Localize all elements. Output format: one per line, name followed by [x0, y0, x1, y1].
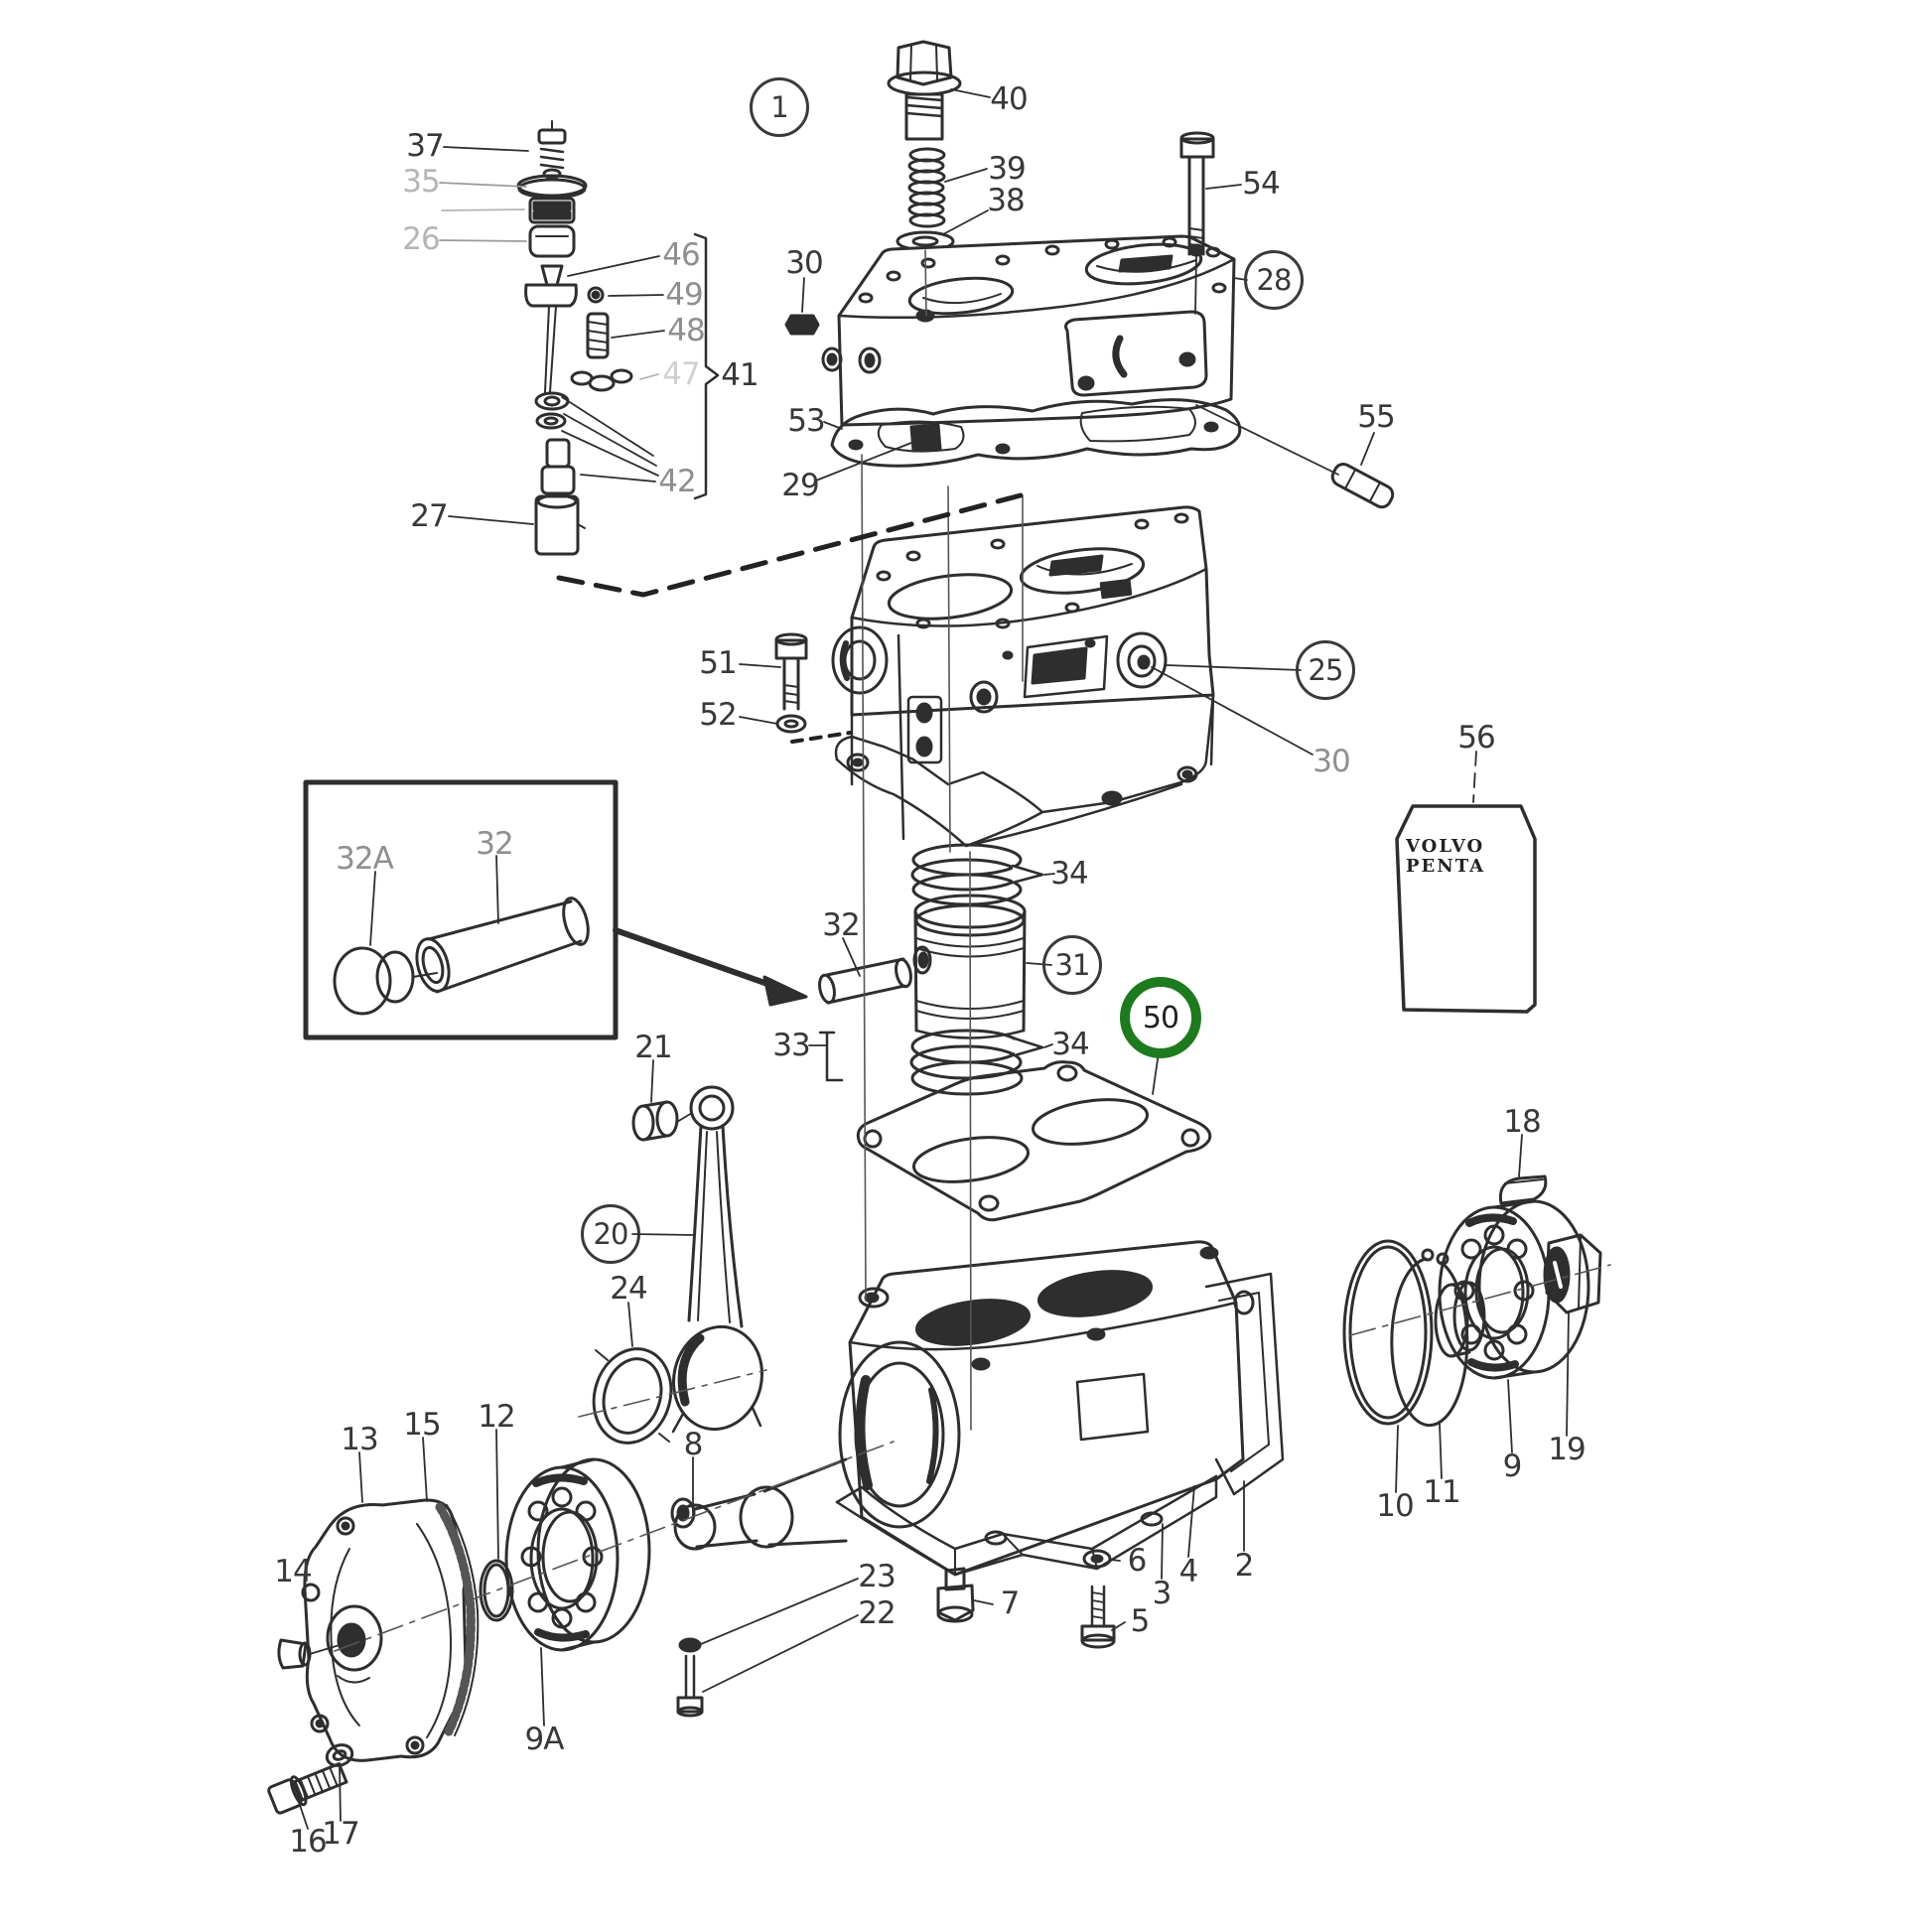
part-label-55: 55: [1357, 399, 1395, 435]
part-label-49: 49: [665, 277, 703, 313]
part-label-14: 14: [274, 1554, 312, 1589]
front-cover-assembly: [267, 1457, 651, 1815]
nut-30: [784, 314, 843, 372]
part-label-10: 10: [1376, 1488, 1414, 1524]
part-label-56: 56: [1457, 720, 1495, 756]
part-label-39: 39: [988, 151, 1026, 187]
part-label-52: 52: [699, 697, 737, 733]
inset-box: [303, 779, 808, 1040]
part-label-35: 35: [402, 164, 440, 200]
part-label-9: 9: [1502, 1449, 1523, 1484]
piston-and-rings: [909, 843, 1044, 1096]
part-label-31: 31: [1042, 935, 1102, 995]
part-label-7: 7: [1000, 1586, 1021, 1621]
cylinder-block: [831, 505, 1215, 848]
part-label-30: 30: [785, 245, 823, 281]
part-label-3: 3: [1152, 1576, 1173, 1611]
part-label-1: 1: [750, 77, 809, 137]
part-label-32a: 32A: [336, 841, 394, 877]
part-label-42: 42: [658, 464, 696, 499]
bottom-bolts: [676, 1549, 1116, 1718]
part-label-13: 13: [341, 1422, 378, 1457]
part-label-26: 26: [402, 221, 440, 257]
part-label-22: 22: [858, 1595, 896, 1631]
rear-bearing-stack: [1342, 1174, 1602, 1428]
connecting-rod: [592, 1085, 764, 1445]
part-label-5: 5: [1130, 1603, 1151, 1639]
part-label-15: 15: [403, 1407, 441, 1443]
part-label-8: 8: [683, 1427, 704, 1462]
part-label-25: 25: [1296, 640, 1355, 700]
part-label-34: 34: [1050, 856, 1088, 892]
part-label-2: 2: [1234, 1548, 1255, 1584]
part-label-28: 28: [1244, 250, 1304, 310]
head-gasket: [830, 398, 1242, 468]
wrist-pin: [818, 957, 912, 1082]
unloader-valve-parts: [516, 120, 633, 556]
part-label-27: 27: [410, 498, 448, 534]
part-label-51: 51: [699, 645, 737, 681]
construction-lines: [334, 249, 1611, 1652]
part-label-50: 50: [1120, 977, 1201, 1058]
part-label-40: 40: [990, 81, 1028, 117]
part-label-47: 47: [662, 356, 700, 392]
part-label-37: 37: [406, 128, 444, 164]
part-label-46: 46: [662, 237, 700, 273]
cylinder-head: [837, 234, 1236, 427]
part-label-32: 32: [822, 907, 860, 943]
part-label-53: 53: [787, 403, 825, 439]
part-label-54: 54: [1242, 166, 1280, 202]
part-label-24: 24: [610, 1271, 647, 1307]
leader-lines: [297, 88, 1570, 1830]
part-label-30: 30: [1312, 744, 1350, 779]
part-label-4: 4: [1178, 1554, 1199, 1589]
part-label-17: 17: [322, 1816, 359, 1852]
volvo-penta-decal-text: VOLVO PENTA: [1406, 837, 1531, 877]
part-label-19: 19: [1548, 1432, 1586, 1467]
bracket-41: [693, 232, 720, 500]
part-label-29: 29: [781, 468, 819, 503]
part-label-48: 48: [667, 313, 705, 348]
decal-56: [1395, 804, 1537, 1014]
part-label-12: 12: [478, 1399, 515, 1435]
part-label-20: 20: [581, 1204, 640, 1264]
part-label-41: 41: [721, 357, 759, 393]
pin-55: [1330, 463, 1395, 509]
part-label-33: 33: [772, 1028, 810, 1063]
part-label-16: 16: [289, 1824, 327, 1860]
dashed-lines: [556, 492, 1024, 744]
part-label-18: 18: [1503, 1104, 1541, 1140]
part-label-38: 38: [987, 183, 1025, 218]
part-label-23: 23: [858, 1559, 896, 1594]
part-label-32: 32: [476, 826, 513, 862]
block-gasket-50: [856, 1060, 1212, 1222]
part-label-21: 21: [634, 1030, 672, 1065]
part-label-9a: 9A: [524, 1722, 565, 1757]
unloader-screw-parts: [887, 40, 962, 252]
part-label-11: 11: [1423, 1474, 1460, 1510]
block-bolt-51-52: [774, 632, 808, 734]
brand-line1: VOLVO: [1406, 836, 1485, 857]
part-label-6: 6: [1127, 1543, 1148, 1579]
head-bolt-54: [1179, 131, 1215, 315]
crankcase: [670, 1240, 1285, 1577]
part-label-34: 34: [1051, 1027, 1089, 1062]
brand-line2: PENTA: [1406, 856, 1486, 877]
